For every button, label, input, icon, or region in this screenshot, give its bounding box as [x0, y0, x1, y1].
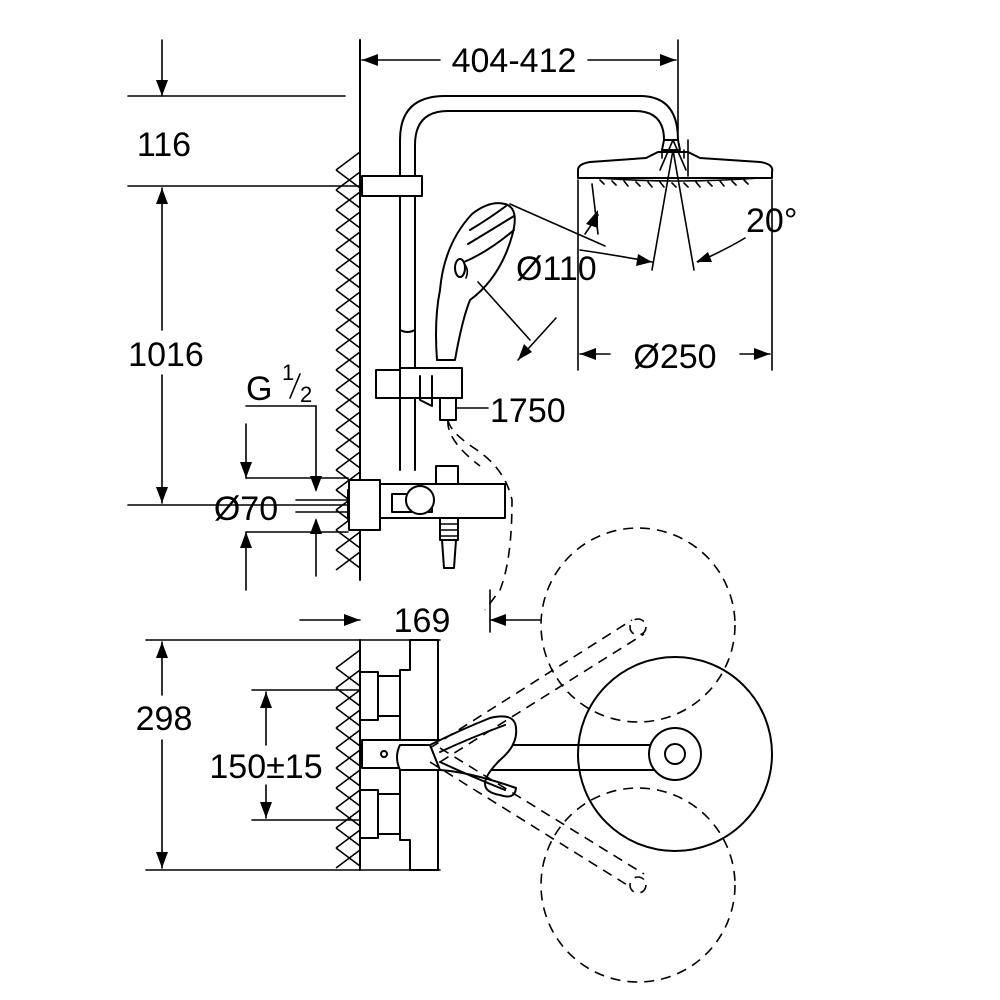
dimension-labels: 404-412 116 1016 G 1 2 Ø70 169 1750 Ø110…	[128, 42, 797, 786]
head-shower-plan	[577, 656, 773, 852]
dim-arm-reach: 404-412	[452, 42, 577, 80]
swing-positions-dashed	[429, 527, 736, 983]
dim-hose-length: 1750	[490, 392, 566, 430]
hand-shower	[435, 202, 516, 361]
dim-plan-depth: 298	[136, 700, 193, 738]
dim-head-shower-diameter: Ø250	[633, 338, 716, 376]
dim-inlet-spacing: 150±15	[209, 748, 322, 786]
dim-wall-projection: 169	[394, 602, 451, 640]
hand-shower-plan	[429, 715, 518, 798]
thread-fraction-slash	[289, 373, 301, 399]
dim-thread-den: 2	[300, 382, 312, 407]
dim-tilt-angle: 20°	[746, 202, 797, 240]
dim-thread: G	[246, 370, 272, 408]
thermostat-valve-elevation	[347, 465, 506, 569]
dim-top-offset: 116	[137, 126, 191, 164]
wall-plan	[335, 639, 361, 871]
shower-hose	[447, 419, 513, 611]
dim-escutcheon-diameter: Ø70	[214, 490, 278, 528]
dim-thread-num: 1	[282, 360, 294, 385]
riser-rail	[399, 95, 681, 471]
spray-angle-lines	[651, 139, 695, 271]
hand-shower-holder	[375, 367, 463, 421]
wall-bracket-top	[361, 175, 423, 197]
dimension-lines	[127, 39, 773, 871]
dim-hand-shower-diameter: Ø110	[516, 250, 597, 288]
dim-rail-length: 1016	[128, 336, 204, 374]
